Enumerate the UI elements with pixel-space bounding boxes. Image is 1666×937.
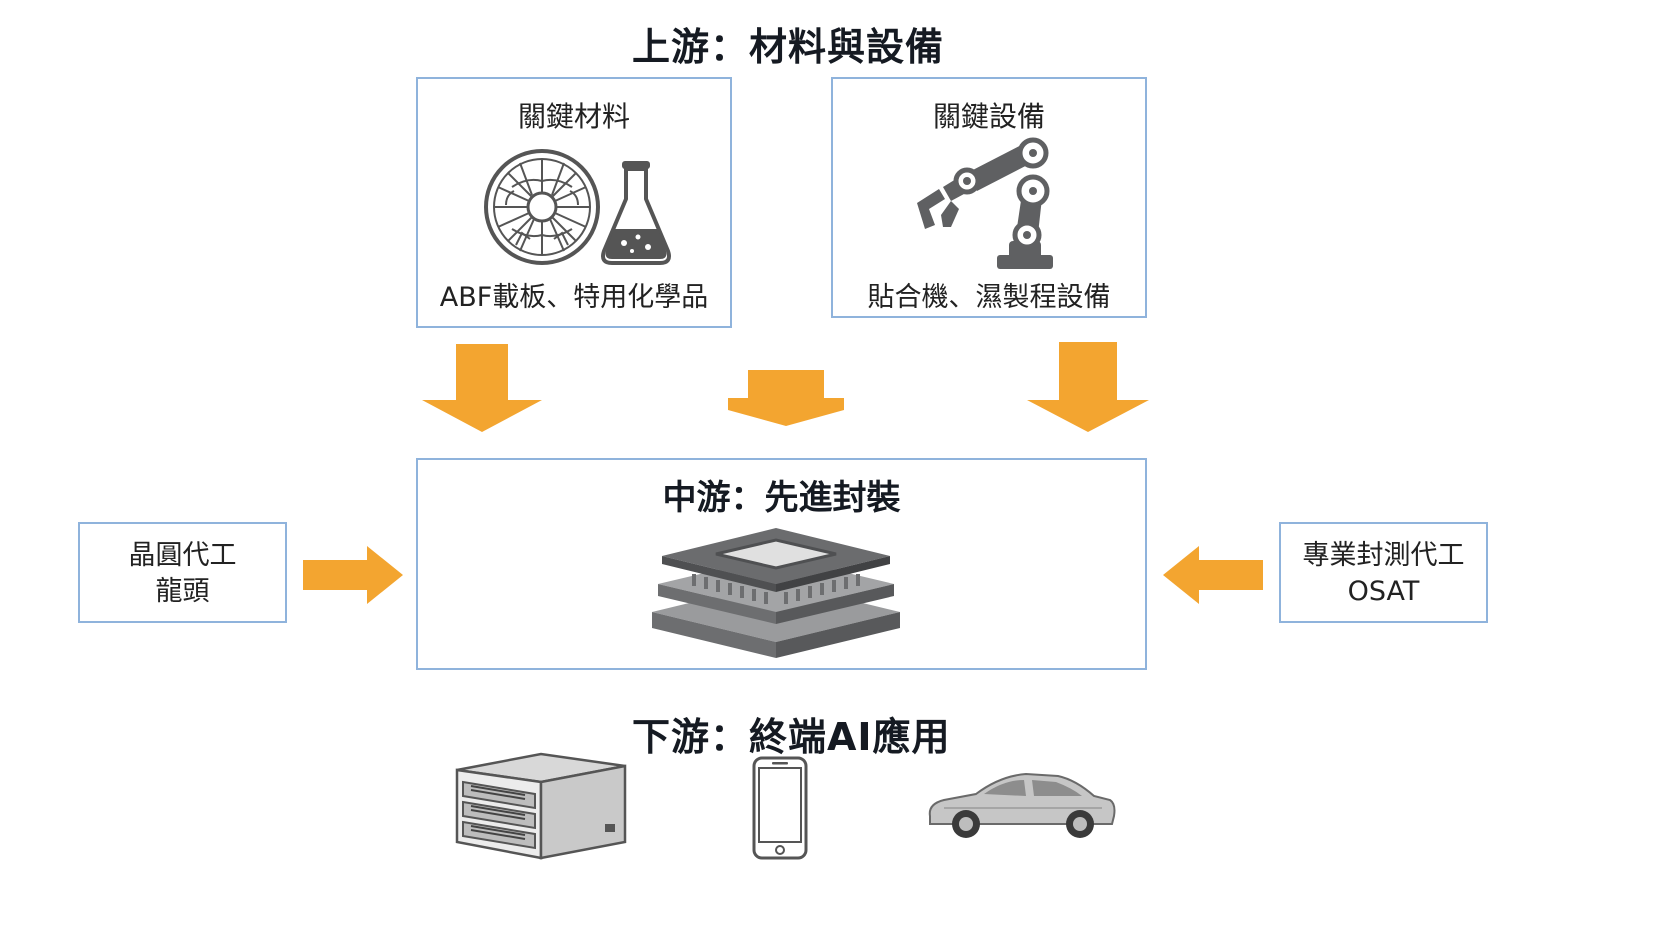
arrow-left-icon (1163, 546, 1263, 604)
key-equipment-caption: 貼合機、濕製程設備 (867, 282, 1111, 313)
key-materials-box: 關鍵材料 ABF載板、特用化學品 (416, 77, 732, 328)
osat-line1: 專業封測代工 (1302, 540, 1465, 571)
key-equipment-title: 關鍵設備 (932, 100, 1045, 133)
chip-package-icon (652, 528, 900, 658)
wafer-icon (484, 149, 600, 265)
robot-arm-icon (917, 137, 1053, 269)
arrow-down-left-icon (422, 344, 542, 432)
foundry-leader-line1: 晶圓代工 (128, 540, 237, 571)
foundry-leader-line2: 龍頭 (155, 576, 210, 607)
car-icon (928, 772, 1116, 838)
flask-icon (601, 161, 671, 265)
midstream-box: 中游：先進封裝 (416, 458, 1147, 670)
foundry-leader-box: 晶圓代工 龍頭 (78, 522, 287, 623)
midstream-title: 中游：先進封裝 (662, 478, 901, 518)
arrow-down-center-icon (728, 370, 844, 426)
key-materials-caption: ABF載板、特用化學品 (439, 282, 709, 313)
upstream-title: 上游：材料與設備 (632, 25, 945, 69)
arrow-right-icon (303, 546, 403, 604)
downstream-title: 下游：終端AI應用 (632, 715, 951, 759)
osat-line2: OSAT (1347, 576, 1420, 607)
key-equipment-box: 關鍵設備 貼合機、濕製程設備 (831, 77, 1147, 318)
arrow-down-right-icon (1027, 342, 1149, 432)
server-icon (455, 752, 627, 860)
osat-box: 專業封測代工 OSAT (1279, 522, 1488, 623)
key-materials-title: 關鍵材料 (517, 100, 630, 133)
smartphone-icon (752, 756, 808, 860)
